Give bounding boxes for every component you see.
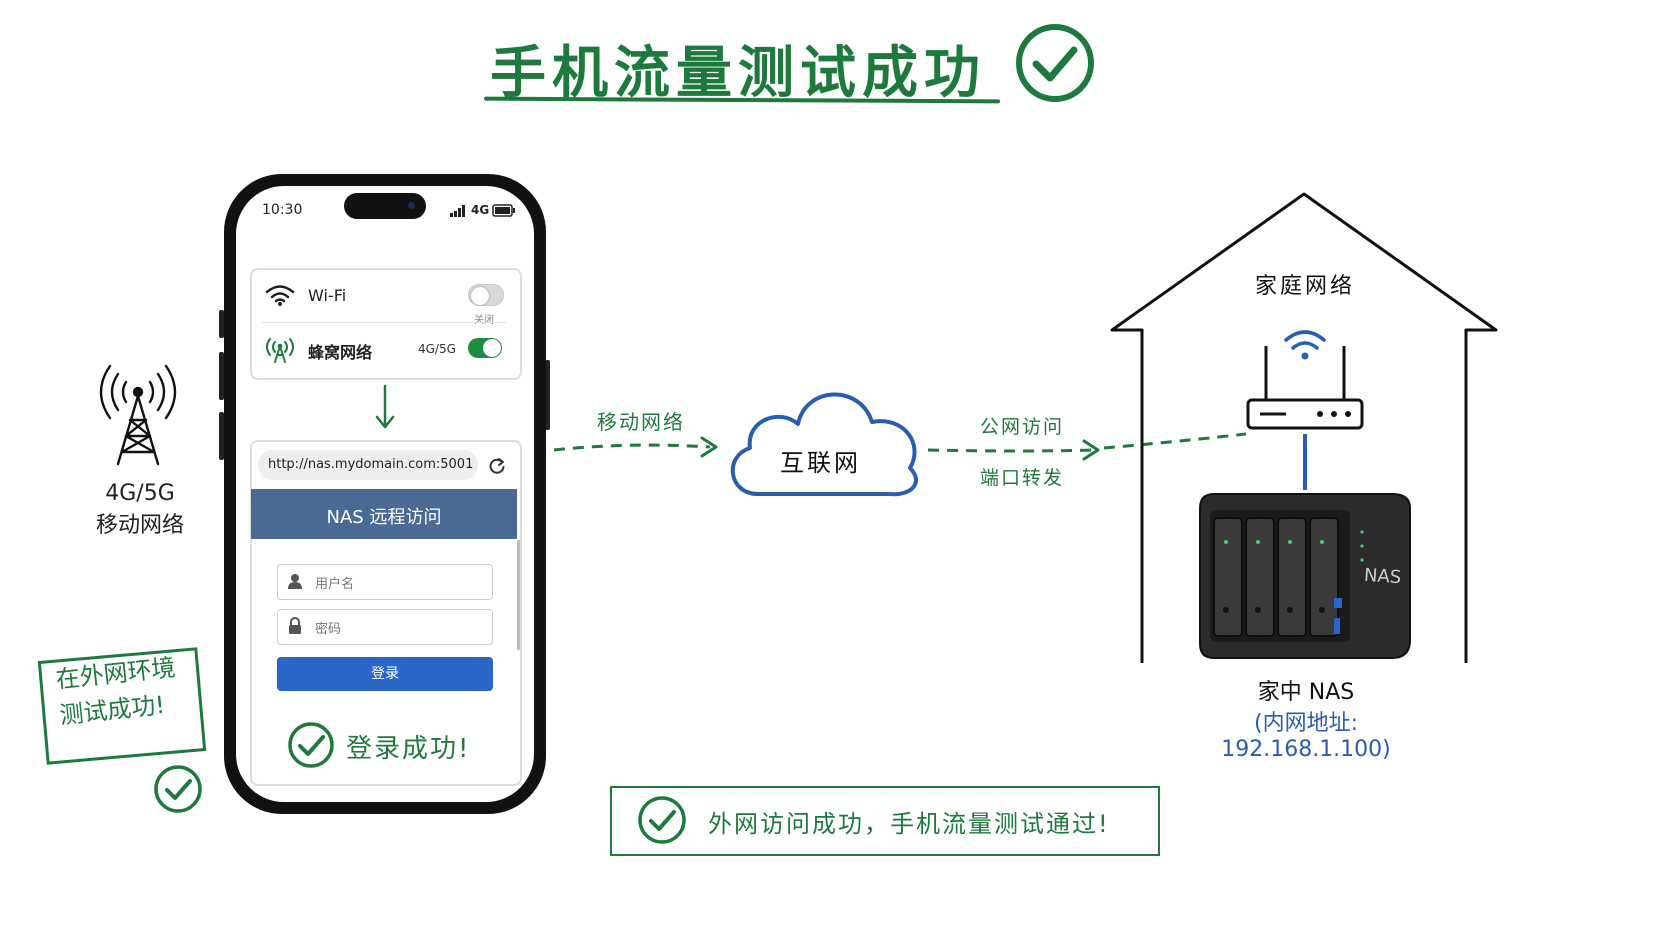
lock-icon	[289, 617, 301, 634]
arrow-to-internet	[553, 436, 718, 458]
cloud-icon	[730, 392, 918, 497]
username-placeholder: 用户名	[315, 577, 355, 592]
refresh-icon[interactable]	[487, 456, 507, 476]
cell-tower-label: 4G/5G 移动网络	[90, 478, 190, 542]
login-success-check-icon	[288, 722, 334, 768]
cell-tower-label-type: 4G/5G	[105, 481, 175, 506]
phone-mute-button	[219, 310, 224, 338]
wifi-icon	[265, 285, 295, 306]
wifi-toggle[interactable]	[468, 284, 504, 306]
cellular-toggle-knob	[483, 339, 501, 357]
cellular-label: 蜂窝网络	[308, 343, 373, 362]
phone-volume-up-button	[219, 352, 224, 400]
url-text: http://nas.mydomain.com:5001	[268, 457, 474, 472]
password-placeholder: 密码	[315, 622, 342, 637]
password-field[interactable]	[277, 609, 493, 645]
nas-login-header-text: NAS 远程访问	[326, 507, 442, 528]
nas-ip-address: (内网地址: 192.168.1.100)	[1221, 711, 1391, 762]
house-icon	[1110, 192, 1498, 663]
signal-bars-icon	[450, 205, 465, 217]
nas-device-text: NAS	[1363, 564, 1402, 589]
success-banner	[610, 786, 1160, 856]
public-access-label: 公网访问	[980, 416, 1065, 438]
user-icon	[288, 574, 302, 589]
wifi-label: Wi-Fi	[308, 286, 347, 305]
phone-volume-down-button	[219, 412, 224, 460]
title-check-circle-icon	[1016, 24, 1094, 102]
stamp-text: 在外网环境 测试成功!	[54, 649, 181, 733]
mobile-network-label: 移动网络	[597, 410, 685, 434]
arrow-down-icon	[375, 384, 395, 429]
login-success-text: 登录成功!	[346, 734, 471, 764]
browser-scrollbar[interactable]	[517, 540, 520, 650]
cell-tower-icon	[99, 364, 177, 466]
arrow-to-home-network	[927, 432, 1247, 461]
url-bar[interactable]	[258, 450, 478, 480]
cellular-type: 4G/5G	[418, 342, 456, 356]
battery-icon	[492, 204, 515, 217]
internet-label: 互联网	[780, 449, 861, 477]
router-icon	[1246, 330, 1364, 430]
status-time: 10:30	[262, 202, 303, 218]
cellular-antenna-icon	[266, 338, 294, 363]
username-field[interactable]	[277, 564, 493, 600]
nas-icon	[1199, 493, 1411, 659]
success-banner-text: 外网访问成功，手机流量测试通过!	[708, 810, 1110, 838]
banner-check-circle-icon	[638, 796, 686, 844]
network-card-divider	[262, 322, 506, 323]
wifi-state-label: 关闭	[474, 315, 494, 326]
nas-login-header	[251, 489, 517, 539]
router-nas-link	[1303, 434, 1307, 490]
front-camera	[408, 202, 415, 209]
stamp-check-circle-icon	[154, 765, 202, 813]
cellular-toggle[interactable]	[468, 338, 502, 358]
port-forward-label: 端口转发	[980, 467, 1065, 489]
login-button[interactable]: 登录	[277, 657, 493, 691]
home-network-label: 家庭网络	[1254, 274, 1355, 299]
phone-power-button	[545, 360, 550, 430]
status-network: 4G	[471, 203, 490, 217]
page-title: 手机流量测试成功	[490, 41, 986, 106]
nas-caption: 家中 NAS	[1257, 680, 1355, 705]
wifi-toggle-knob	[470, 286, 490, 306]
cell-tower-label-name: 移动网络	[95, 513, 184, 538]
